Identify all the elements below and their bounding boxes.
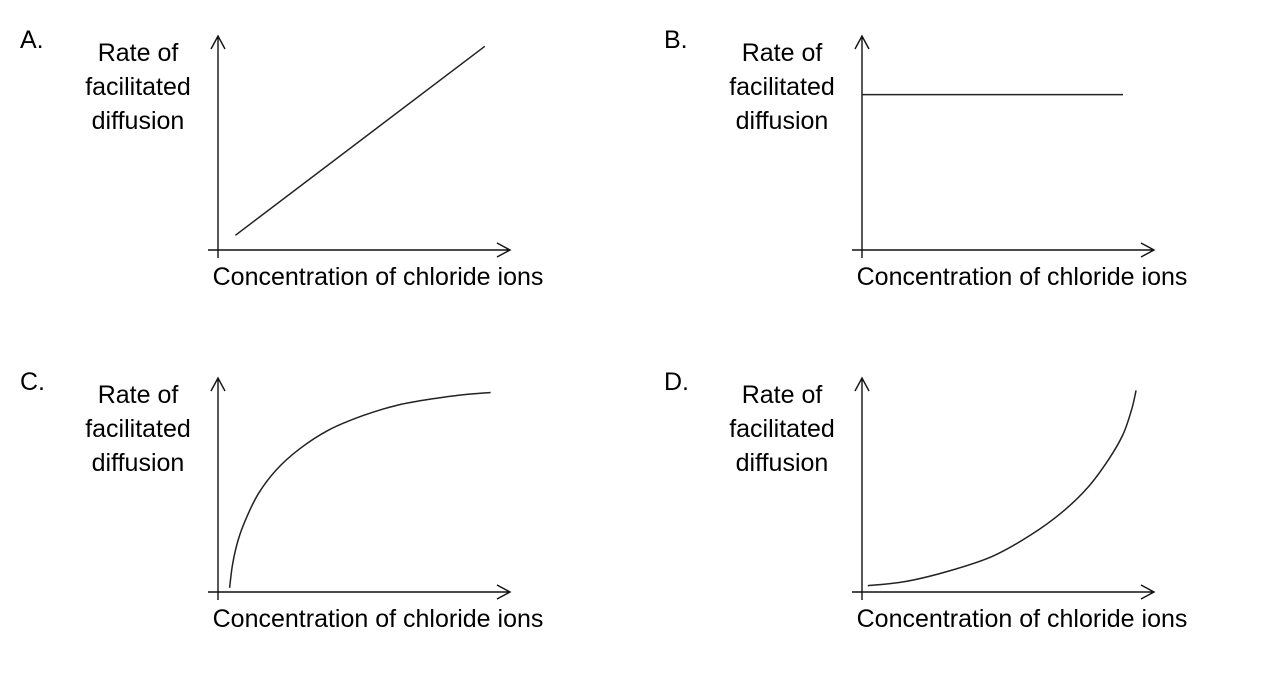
x-axis-label: Concentration of chloride ions <box>856 263 1188 291</box>
x-axis-arrow <box>208 242 512 258</box>
y-axis-arrow <box>210 376 226 600</box>
plot-area <box>852 34 1156 258</box>
y-axis-label-line: diffusion <box>735 107 829 135</box>
data-curve <box>867 390 1137 587</box>
y-axis-label-line: facilitated <box>729 73 835 101</box>
y-axis-label: Rate of facilitated diffusion <box>48 378 228 480</box>
y-axis-label-line: Rate of <box>741 39 823 67</box>
x-axis-label: Concentration of chloride ions <box>212 263 544 291</box>
y-axis-label-line: facilitated <box>85 415 191 443</box>
option-label: C. <box>20 368 45 396</box>
y-axis-label: Rate of facilitated diffusion <box>48 36 228 138</box>
y-axis-label-line: facilitated <box>85 73 191 101</box>
x-axis-arrow <box>852 242 1156 258</box>
x-axis-label: Concentration of chloride ions <box>212 605 544 633</box>
y-axis-label-line: diffusion <box>91 107 185 135</box>
y-axis-label-line: diffusion <box>735 449 829 477</box>
y-axis-label-line: Rate of <box>97 39 179 67</box>
y-axis-label-line: facilitated <box>729 415 835 443</box>
plot-area <box>208 34 512 258</box>
y-axis-arrow <box>854 34 870 258</box>
x-axis-label: Concentration of chloride ions <box>856 605 1188 633</box>
data-curve <box>234 45 486 236</box>
y-axis-arrow <box>854 376 870 600</box>
y-axis-arrow <box>210 34 226 258</box>
y-axis-label-line: Rate of <box>741 381 823 409</box>
y-axis-label: Rate of facilitated diffusion <box>692 378 872 480</box>
option-label: D. <box>664 368 689 396</box>
y-axis-label-line: diffusion <box>91 449 185 477</box>
plot-area <box>852 376 1156 600</box>
plot-area <box>208 376 512 600</box>
data-curve <box>228 391 491 588</box>
option-label: A. <box>20 26 44 54</box>
x-axis-arrow <box>852 584 1156 600</box>
y-axis-label: Rate of facilitated diffusion <box>692 36 872 138</box>
x-axis-arrow <box>208 584 512 600</box>
option-label: B. <box>664 26 688 54</box>
y-axis-label-line: Rate of <box>97 381 179 409</box>
